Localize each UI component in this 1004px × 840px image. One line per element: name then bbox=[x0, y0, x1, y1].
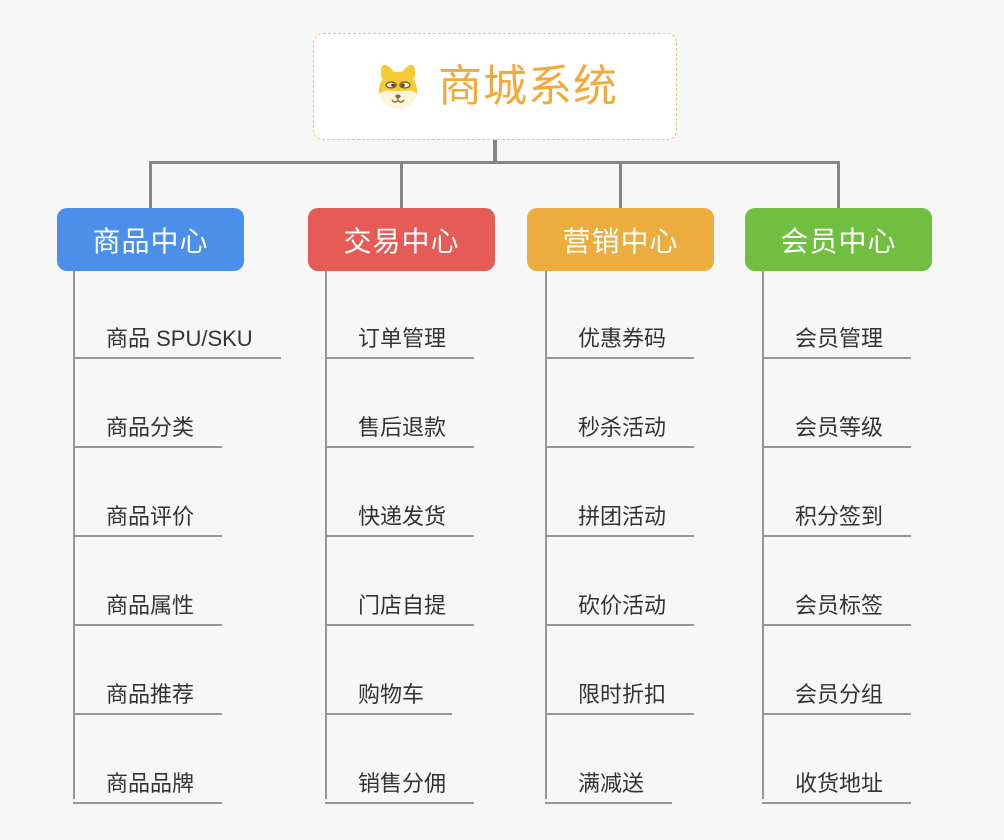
topic-item[interactable]: 会员分组 bbox=[762, 669, 912, 715]
shiba-dog-icon bbox=[378, 64, 418, 109]
connector-drop-trade bbox=[400, 161, 403, 208]
branch-node-product-center[interactable]: 商品中心 bbox=[57, 208, 244, 271]
topic-item[interactable]: 快递发货 bbox=[325, 491, 475, 537]
topic-item[interactable]: 商品推荐 bbox=[73, 669, 223, 715]
branch-node-marketing-center[interactable]: 营销中心 bbox=[527, 208, 714, 271]
item-column-member-center: 会员管理 会员等级 积分签到 会员标签 会员分组 收货地址 bbox=[762, 271, 1002, 804]
topic-item[interactable]: 订单管理 bbox=[325, 313, 475, 359]
topic-item[interactable]: 商品分类 bbox=[73, 402, 223, 448]
connector-drop-product bbox=[149, 161, 152, 208]
topic-item[interactable]: 门店自提 bbox=[325, 580, 475, 626]
topic-item[interactable]: 会员等级 bbox=[762, 402, 912, 448]
branch-node-trade-center[interactable]: 交易中心 bbox=[308, 208, 495, 271]
topic-item[interactable]: 商品 SPU/SKU bbox=[73, 313, 281, 359]
topic-item[interactable]: 满减送 bbox=[545, 758, 673, 804]
topic-item[interactable]: 拼团活动 bbox=[545, 491, 695, 537]
topic-item[interactable]: 会员管理 bbox=[762, 313, 912, 359]
topic-item[interactable]: 售后退款 bbox=[325, 402, 475, 448]
topic-item[interactable]: 收货地址 bbox=[762, 758, 912, 804]
topic-item[interactable]: 销售分佣 bbox=[325, 758, 475, 804]
connector-drop-marketing bbox=[619, 161, 622, 208]
root-title: 商城系统 bbox=[438, 61, 618, 111]
connector-root-drop bbox=[493, 140, 497, 163]
topic-item[interactable]: 商品属性 bbox=[73, 580, 223, 626]
root-node[interactable]: 商城系统 bbox=[313, 33, 677, 140]
topic-item[interactable]: 砍价活动 bbox=[545, 580, 695, 626]
topic-item[interactable]: 限时折扣 bbox=[545, 669, 695, 715]
topic-item[interactable]: 商品评价 bbox=[73, 491, 223, 537]
item-column-product-center: 商品 SPU/SKU 商品分类 商品评价 商品属性 商品推荐 商品品牌 bbox=[73, 271, 313, 804]
topic-item[interactable]: 秒杀活动 bbox=[545, 402, 695, 448]
topic-item[interactable]: 会员标签 bbox=[762, 580, 912, 626]
topic-item[interactable]: 积分签到 bbox=[762, 491, 912, 537]
topic-item[interactable]: 优惠券码 bbox=[545, 313, 695, 359]
item-column-trade-center: 订单管理 售后退款 快递发货 门店自提 购物车 销售分佣 bbox=[325, 271, 565, 804]
branch-node-member-center[interactable]: 会员中心 bbox=[745, 208, 932, 271]
connector-bus bbox=[149, 161, 839, 164]
topic-item[interactable]: 商品品牌 bbox=[73, 758, 223, 804]
topic-item[interactable]: 购物车 bbox=[325, 669, 453, 715]
connector-drop-member bbox=[837, 161, 840, 208]
item-column-marketing-center: 优惠券码 秒杀活动 拼团活动 砍价活动 限时折扣 满减送 bbox=[545, 271, 785, 804]
